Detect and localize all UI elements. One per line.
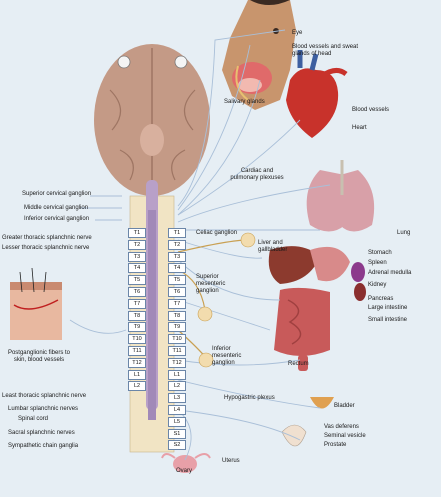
segment-left-t12: T12 bbox=[128, 357, 146, 368]
label-least-th: Least thoracic splanchnic nerve bbox=[2, 393, 87, 399]
label-mid-cerv: Middle cervical ganglion bbox=[24, 205, 89, 211]
label-heart: Heart bbox=[352, 125, 367, 131]
segment-left-t5: T5 bbox=[128, 275, 146, 286]
label-prostate: Prostate bbox=[324, 442, 347, 448]
label-lumbar: Lumbar splanchnic nerves bbox=[8, 406, 79, 412]
label-stomach: Stomach bbox=[368, 250, 392, 256]
segment-right-l5: L5 bbox=[168, 416, 186, 427]
segment-right-s1: S1 bbox=[168, 428, 186, 439]
segment-left-t4: T4 bbox=[128, 263, 146, 274]
segment-right-t6: T6 bbox=[168, 287, 186, 297]
segment-left-t1: T1 bbox=[128, 228, 146, 238]
segment-left-t3: T3 bbox=[128, 251, 146, 262]
segment-right-t12: T12 bbox=[168, 357, 186, 368]
nerve-lines bbox=[69, 29, 331, 461]
segment-left-t10: T10 bbox=[128, 334, 146, 345]
segment-right-t3: T3 bbox=[168, 251, 186, 262]
segment-right-t10: T10 bbox=[168, 334, 186, 345]
segment-right-t2: T2 bbox=[168, 239, 186, 250]
segment-left-t11: T11 bbox=[128, 346, 146, 356]
segment-right-l4: L4 bbox=[168, 405, 186, 415]
segment-right-t4: T4 bbox=[168, 263, 186, 274]
label-symp-chain: Sympathetic chain ganglia bbox=[8, 443, 79, 449]
segment-right-l2: L2 bbox=[168, 381, 186, 392]
label-vas: Vas deferens bbox=[324, 424, 359, 430]
segment-left-t7: T7 bbox=[128, 298, 146, 309]
label-plexuses: Cardiac and pulmonary plexuses bbox=[230, 168, 284, 181]
label-kidney: Kidney bbox=[368, 282, 387, 288]
brain-illustration bbox=[94, 44, 210, 196]
label-inf-mes: Inferior mesenteric ganglion bbox=[212, 346, 242, 366]
label-rectum: Rectum bbox=[288, 361, 309, 367]
label-greater-th: Greater thoracic splanchnic nerve bbox=[2, 235, 92, 241]
segment-right-t11: T11 bbox=[168, 346, 186, 356]
label-vessels-head: Blood vessels and sweat glands of head bbox=[292, 44, 359, 57]
segment-left-t6: T6 bbox=[128, 287, 146, 297]
segment-left-t9: T9 bbox=[128, 322, 146, 333]
segment-left-l2: L2 bbox=[128, 381, 146, 392]
label-lung: Lung bbox=[397, 230, 411, 236]
abdomen-illustration bbox=[268, 246, 366, 371]
label-seminal: Seminal vesicle bbox=[324, 433, 366, 439]
label-celiac: Celiac ganglion bbox=[196, 230, 238, 236]
segment-left-l1: L1 bbox=[128, 369, 146, 380]
segment-right-t1: T1 bbox=[168, 228, 186, 238]
face-illustration bbox=[222, 0, 296, 110]
label-sacral: Sacral splanchnic nerves bbox=[8, 430, 75, 436]
segment-left-t8: T8 bbox=[128, 310, 146, 321]
label-postgang: Postganglionic fibers to skin, blood ves… bbox=[7, 350, 71, 363]
label-spinal: Spinal cord bbox=[18, 416, 49, 422]
segment-right-t7: T7 bbox=[168, 298, 186, 309]
pelvis-illustration bbox=[161, 397, 334, 473]
label-adrenal: Adrenal medulla bbox=[368, 270, 412, 276]
label-sup-cerv: Superior cervical ganglion bbox=[22, 191, 92, 197]
label-spleen: Spleen bbox=[368, 260, 387, 266]
label-blood-vessels: Blood vessels bbox=[352, 107, 390, 113]
label-inf-cerv: Inferior cervical ganglion bbox=[24, 216, 90, 222]
label-bladder: Bladder bbox=[334, 403, 355, 409]
label-liver: Liver and gallbladder bbox=[258, 240, 288, 253]
label-large-int: Large intestine bbox=[368, 305, 408, 311]
splanchnic-nerves bbox=[177, 239, 249, 359]
ganglia bbox=[197, 232, 256, 368]
label-eye: Eye bbox=[292, 30, 303, 36]
label-salivary: Salivary glands bbox=[224, 99, 265, 105]
segment-right-l3: L3 bbox=[168, 393, 186, 404]
segment-right-l1: L1 bbox=[168, 369, 186, 380]
lungs-illustration bbox=[306, 160, 375, 232]
label-pancreas: Pancreas bbox=[368, 296, 394, 302]
label-hypogastric: Hypogastric plexus bbox=[224, 395, 275, 401]
label-uterus: Uterus bbox=[222, 458, 240, 464]
label-lesser-th: Lesser thoracic splanchnic nerve bbox=[2, 245, 90, 251]
label-small-int: Small intestine bbox=[368, 317, 408, 323]
segment-right-t8: T8 bbox=[168, 310, 186, 321]
segment-right-t9: T9 bbox=[168, 322, 186, 333]
skin-illustration bbox=[10, 267, 62, 340]
label-ovary: Ovary bbox=[176, 468, 193, 474]
segment-left-t2: T2 bbox=[128, 239, 146, 250]
segment-right-t5: T5 bbox=[168, 275, 186, 286]
segment-right-s2: S2 bbox=[168, 440, 186, 451]
label-sup-mes: Superior mesenteric ganglion bbox=[196, 274, 226, 294]
